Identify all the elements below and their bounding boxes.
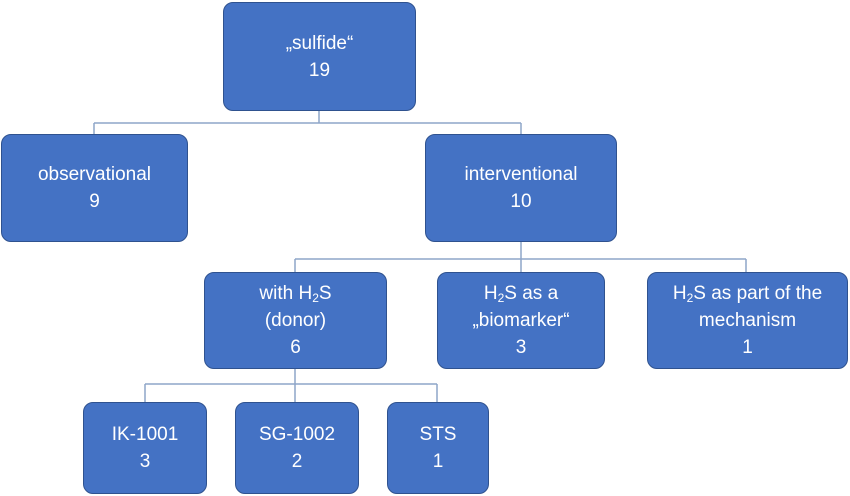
node-h2s-biomarker-line1: H2S as a	[483, 283, 559, 305]
node-observational-title: observational	[37, 164, 152, 185]
node-sg1002-count: 2	[291, 451, 303, 472]
node-sg1002-title: SG-1002	[258, 424, 336, 445]
node-h2s-donor-line2: (donor)	[264, 310, 327, 331]
node-h2s-mechanism-count: 1	[742, 337, 753, 358]
node-ik1001-title: IK-1001	[111, 424, 179, 445]
node-sulfide-count: 19	[308, 59, 331, 81]
node-h2s-biomarker-line2: „biomarker“	[472, 310, 570, 331]
node-sulfide-title: „sulfide“	[285, 32, 354, 54]
node-observational-count: 9	[89, 191, 100, 212]
node-h2s-mechanism-line2: mechanism	[698, 310, 797, 331]
node-h2s-donor-count: 6	[290, 337, 301, 358]
node-sts: STS 1	[387, 402, 489, 494]
node-sts-title: STS	[419, 424, 457, 445]
node-h2s-biomarker-count: 3	[515, 337, 527, 358]
node-sulfide: „sulfide“ 19	[223, 2, 416, 111]
node-sg1002: SG-1002 2	[235, 402, 359, 494]
node-h2s-donor-line1: with H2S	[259, 283, 332, 305]
node-h2s-biomarker: H2S as a „biomarker“ 3	[437, 272, 605, 369]
node-sts-count: 1	[432, 451, 444, 472]
node-ik1001: IK-1001 3	[83, 402, 207, 494]
node-h2s-mechanism-line1: H2S as part of the	[672, 283, 823, 305]
node-ik1001-count: 3	[139, 451, 151, 472]
node-h2s-mechanism: H2S as part of the mechanism 1	[647, 272, 848, 369]
node-interventional: interventional 10	[425, 134, 617, 242]
node-observational: observational 9	[1, 134, 188, 242]
node-h2s-donor: with H2S (donor) 6	[204, 272, 387, 369]
node-interventional-count: 10	[510, 191, 532, 212]
node-interventional-title: interventional	[464, 164, 578, 185]
